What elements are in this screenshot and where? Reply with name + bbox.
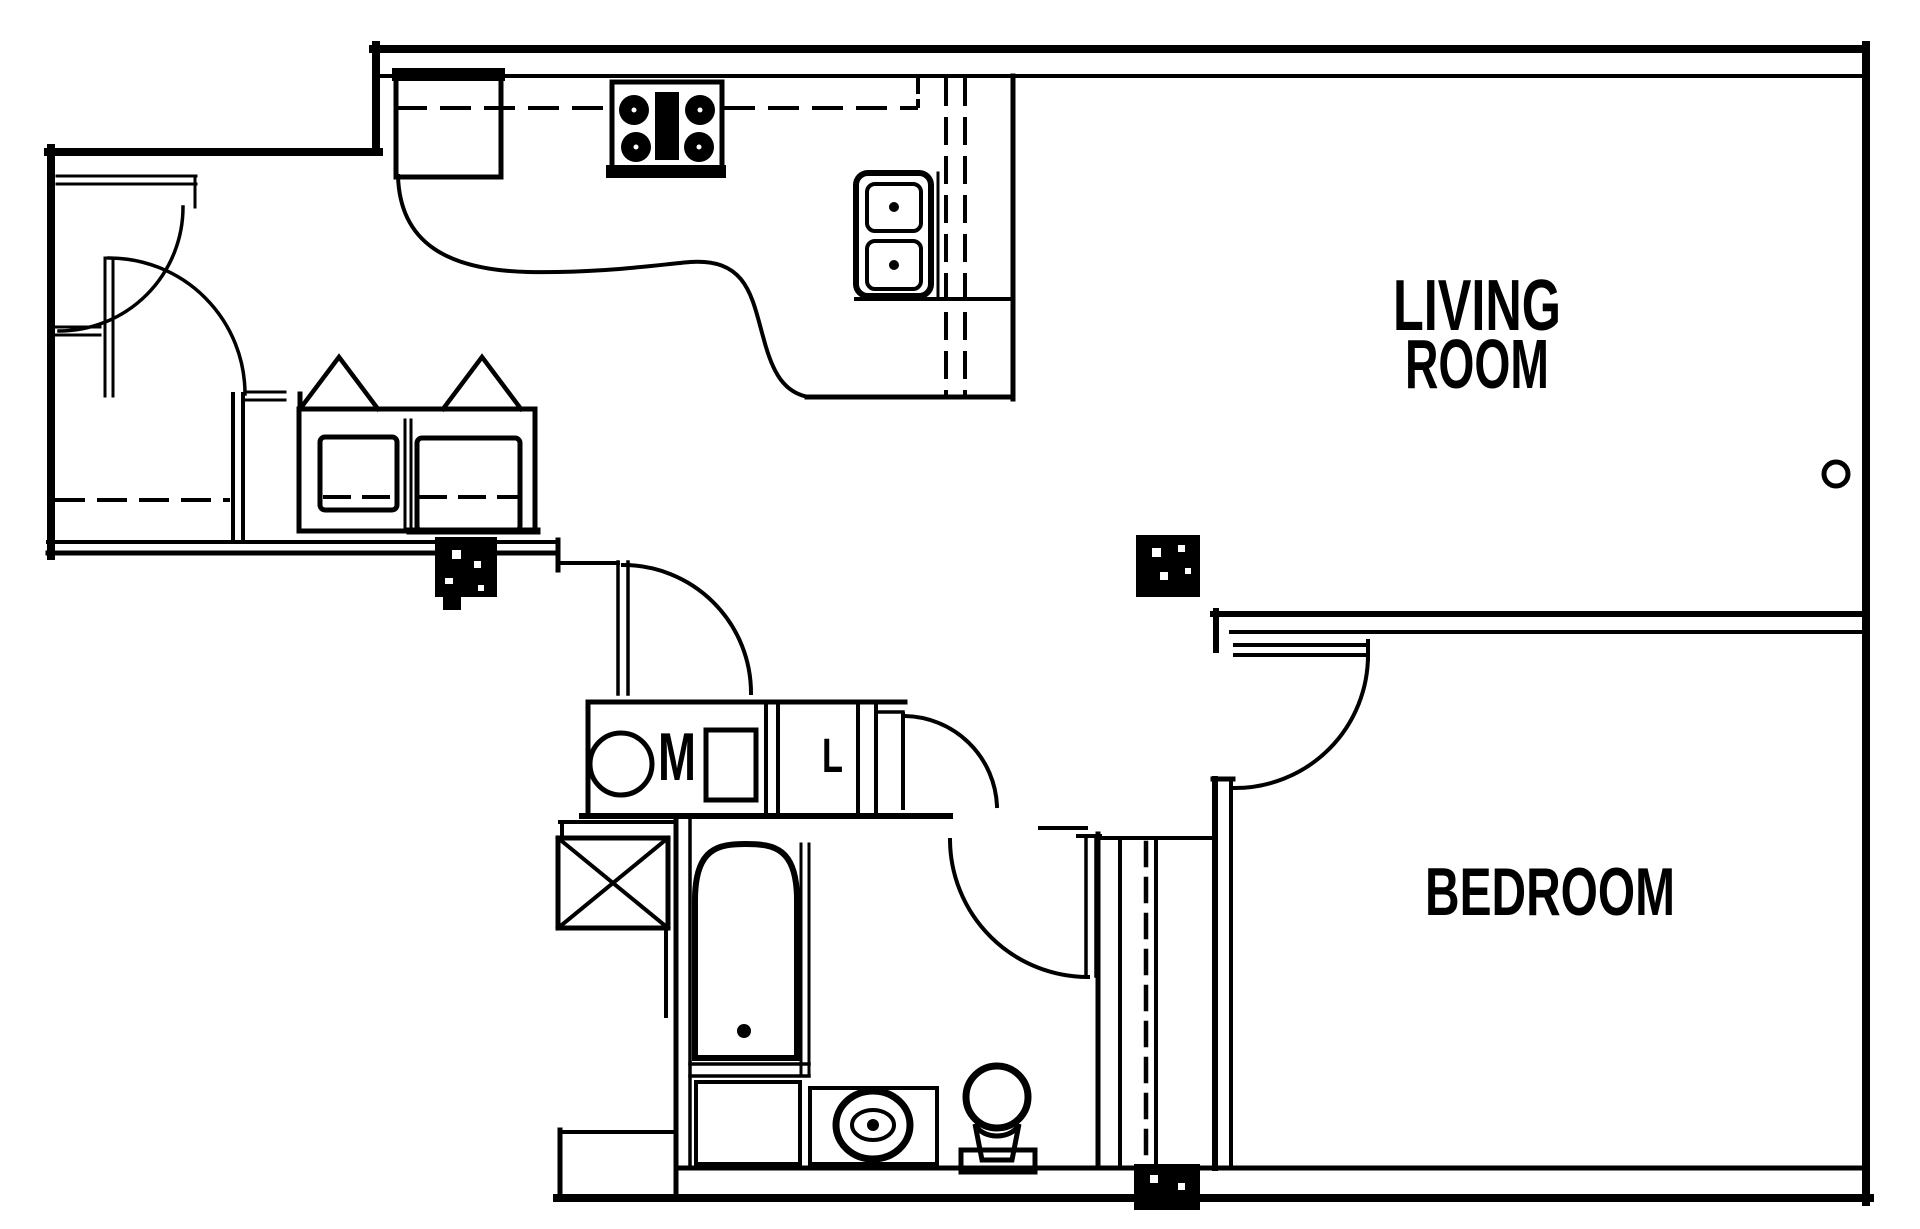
laundry-mechanical-closets: M L <box>579 699 1000 819</box>
cooktop-4-burner-icon <box>606 79 726 178</box>
bathroom-door-swing-arc-icon <box>947 837 1091 980</box>
structural-column-icon <box>1134 1164 1200 1210</box>
linen-door-swing-arc-icon <box>902 713 1000 809</box>
bathtub-icon <box>692 840 800 1061</box>
kitchen <box>392 68 1016 402</box>
structural-column-icon <box>435 537 497 610</box>
linen-closet-label: L <box>822 730 843 783</box>
vanity-cabinet <box>694 1080 802 1166</box>
dryer-box-icon <box>703 727 759 803</box>
plumbing-chase <box>1096 836 1217 1170</box>
kitchen-double-sink-icon <box>853 170 934 299</box>
bedroom-label: BEDROOM <box>1425 854 1675 930</box>
hall-door <box>555 537 754 696</box>
vanity-sink-icon <box>832 1087 914 1163</box>
mechanical-closet-label: M <box>658 719 696 795</box>
living-room-label-line2: ROOM <box>1405 325 1549 403</box>
door-bumper-circle-icon <box>1821 459 1851 489</box>
wardrobe-closet-icon <box>296 353 541 535</box>
entry-hall <box>49 174 303 544</box>
toilet-icon <box>958 1062 1038 1175</box>
bedroom-walls <box>1210 608 1867 1171</box>
bathroom <box>555 813 1102 1201</box>
living-room: LIVING ROOM <box>1393 266 1851 489</box>
outer-walls <box>44 41 1874 1206</box>
bedroom: BEDROOM <box>1425 854 1675 930</box>
refrigerator-icon <box>392 68 505 180</box>
shaft-x-box-icon <box>555 835 671 931</box>
tub-drain-icon <box>737 1024 751 1038</box>
water-heater-icon <box>587 730 655 798</box>
hall-door-swing-arc-icon <box>620 562 754 696</box>
closet-door-swing-arc-icon <box>107 256 247 396</box>
bedroom-door-swing-arc-icon <box>1232 652 1371 791</box>
structural-column-icon <box>1136 535 1200 597</box>
counter-edge-curve <box>395 173 812 400</box>
living-room-label-line1: LIVING <box>1393 266 1561 346</box>
